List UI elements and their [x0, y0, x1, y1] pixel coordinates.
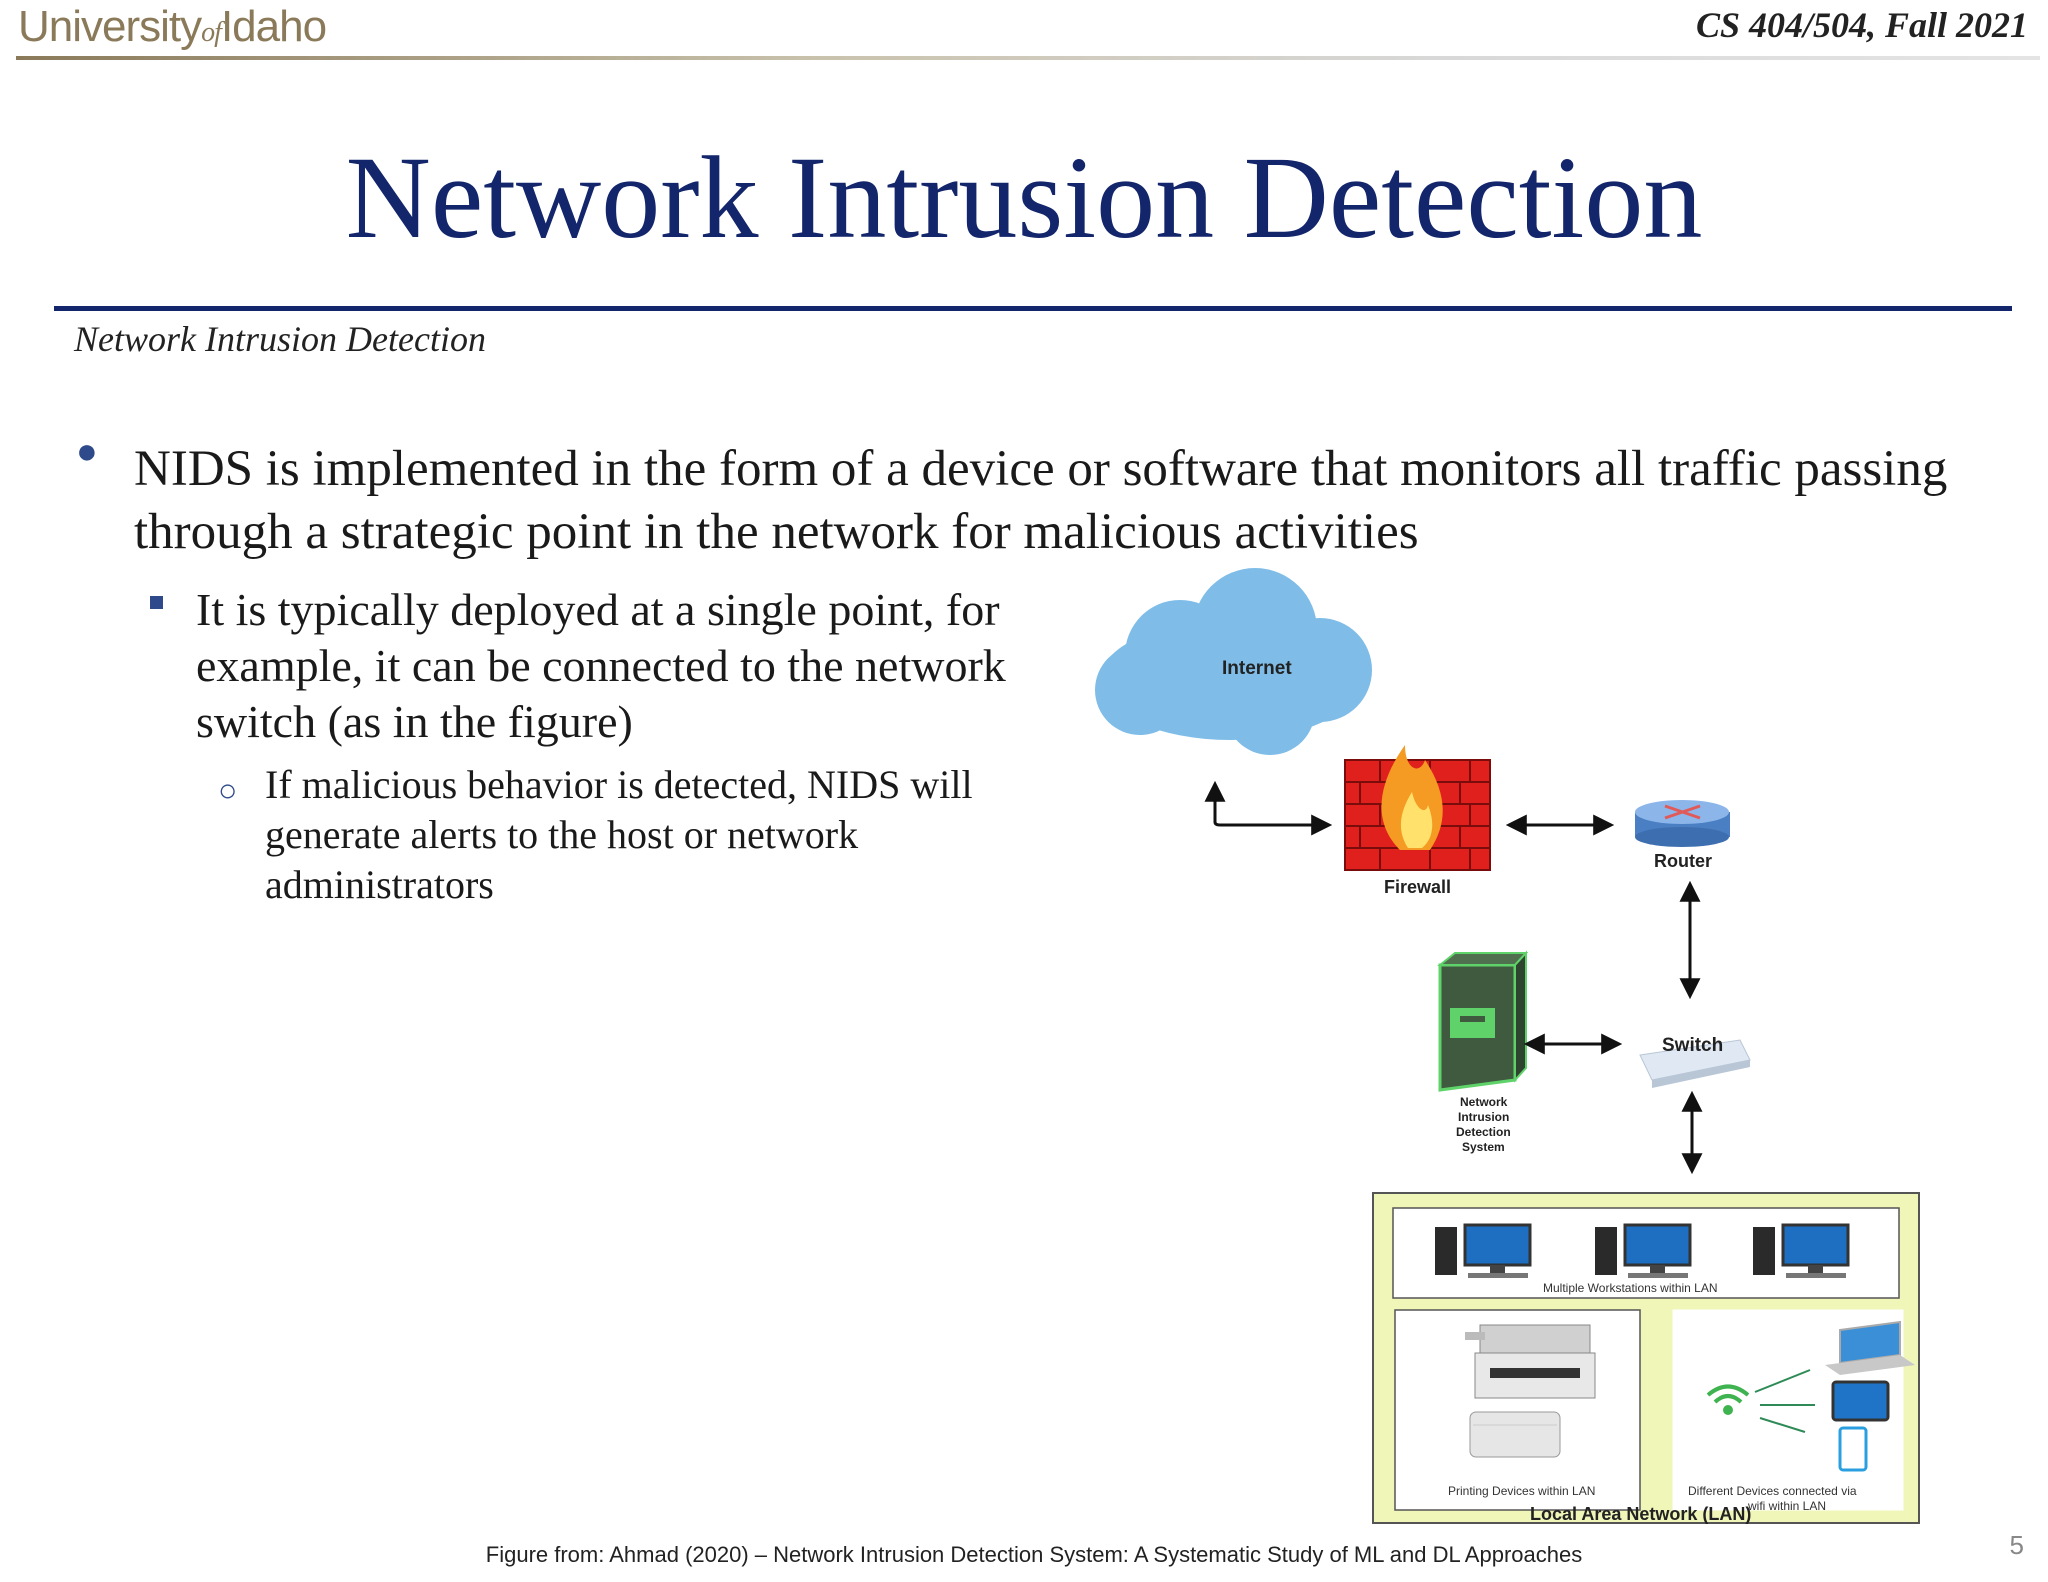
laptop-icon [1825, 1320, 1915, 1375]
wifi-icon [1706, 1384, 1750, 1415]
internet-cloud-icon [1095, 568, 1372, 755]
bullet-circle-icon: ○ [218, 772, 238, 808]
network-diagram: Internet Firewall Router [1095, 568, 1920, 1524]
logo-text-of: of [201, 17, 222, 48]
bullet-level3-text: If malicious behavior is detected, NIDS … [265, 762, 973, 907]
nids-label-line3: Detection [1456, 1125, 1511, 1139]
bullet-level2-text: It is typically deployed at a single poi… [196, 584, 1006, 747]
title-divider [54, 306, 2012, 311]
bullet-square-icon [150, 596, 163, 609]
wifi-label-line1: Different Devices connected via [1688, 1484, 1857, 1498]
workstation-icon [1435, 1223, 1532, 1278]
university-logo: UniversityofIdaho [18, 2, 327, 52]
bullet-dot-icon: ● [76, 431, 98, 471]
internet-label: Internet [1222, 658, 1292, 679]
workstations-label: Multiple Workstations within LAN [1543, 1281, 1718, 1295]
tablet-icon [1831, 1380, 1890, 1422]
router-icon [1635, 800, 1730, 847]
slide-subtitle: Network Intrusion Detection [74, 319, 486, 359]
wifi-label-line2: wifi within LAN [1747, 1499, 1826, 1513]
bullet-level1-text: NIDS is implemented in the form of a dev… [134, 441, 1948, 560]
page-number: 5 [2009, 1530, 2024, 1560]
arrow-internet-firewall [1204, 780, 1333, 836]
course-label: CS 404/504, Fall 2021 [1695, 5, 2028, 45]
nids-label-line4: System [1462, 1140, 1505, 1154]
print-server-icon [1469, 1411, 1561, 1458]
firewall-label: Firewall [1384, 877, 1451, 897]
workstation-icon [1595, 1223, 1692, 1278]
nids-server-icon [1437, 950, 1529, 1092]
lan-label: Local Area Network (LAN) [1530, 1504, 1751, 1524]
router-label: Router [1654, 851, 1712, 871]
header-divider [16, 56, 2040, 60]
nids-label-line2: Intrusion [1458, 1110, 1509, 1124]
slide-title: Network Intrusion Detection [345, 132, 1703, 263]
figure-caption: Figure from: Ahmad (2020) – Network Intr… [485, 1542, 1583, 1567]
wifi-arrows [1754, 1369, 1815, 1433]
switch-icon [1639, 1039, 1751, 1088]
printer-icon [1465, 1324, 1596, 1399]
workstation-icon [1753, 1223, 1850, 1278]
nids-label-line1: Network [1460, 1095, 1508, 1109]
logo-text-idaho: Idaho [220, 2, 327, 51]
phone-icon [1838, 1426, 1868, 1472]
firewall-icon [1344, 745, 1491, 871]
switch-label: Switch [1662, 1035, 1723, 1056]
logo-text-university: University [18, 2, 202, 51]
printing-label: Printing Devices within LAN [1448, 1484, 1595, 1498]
